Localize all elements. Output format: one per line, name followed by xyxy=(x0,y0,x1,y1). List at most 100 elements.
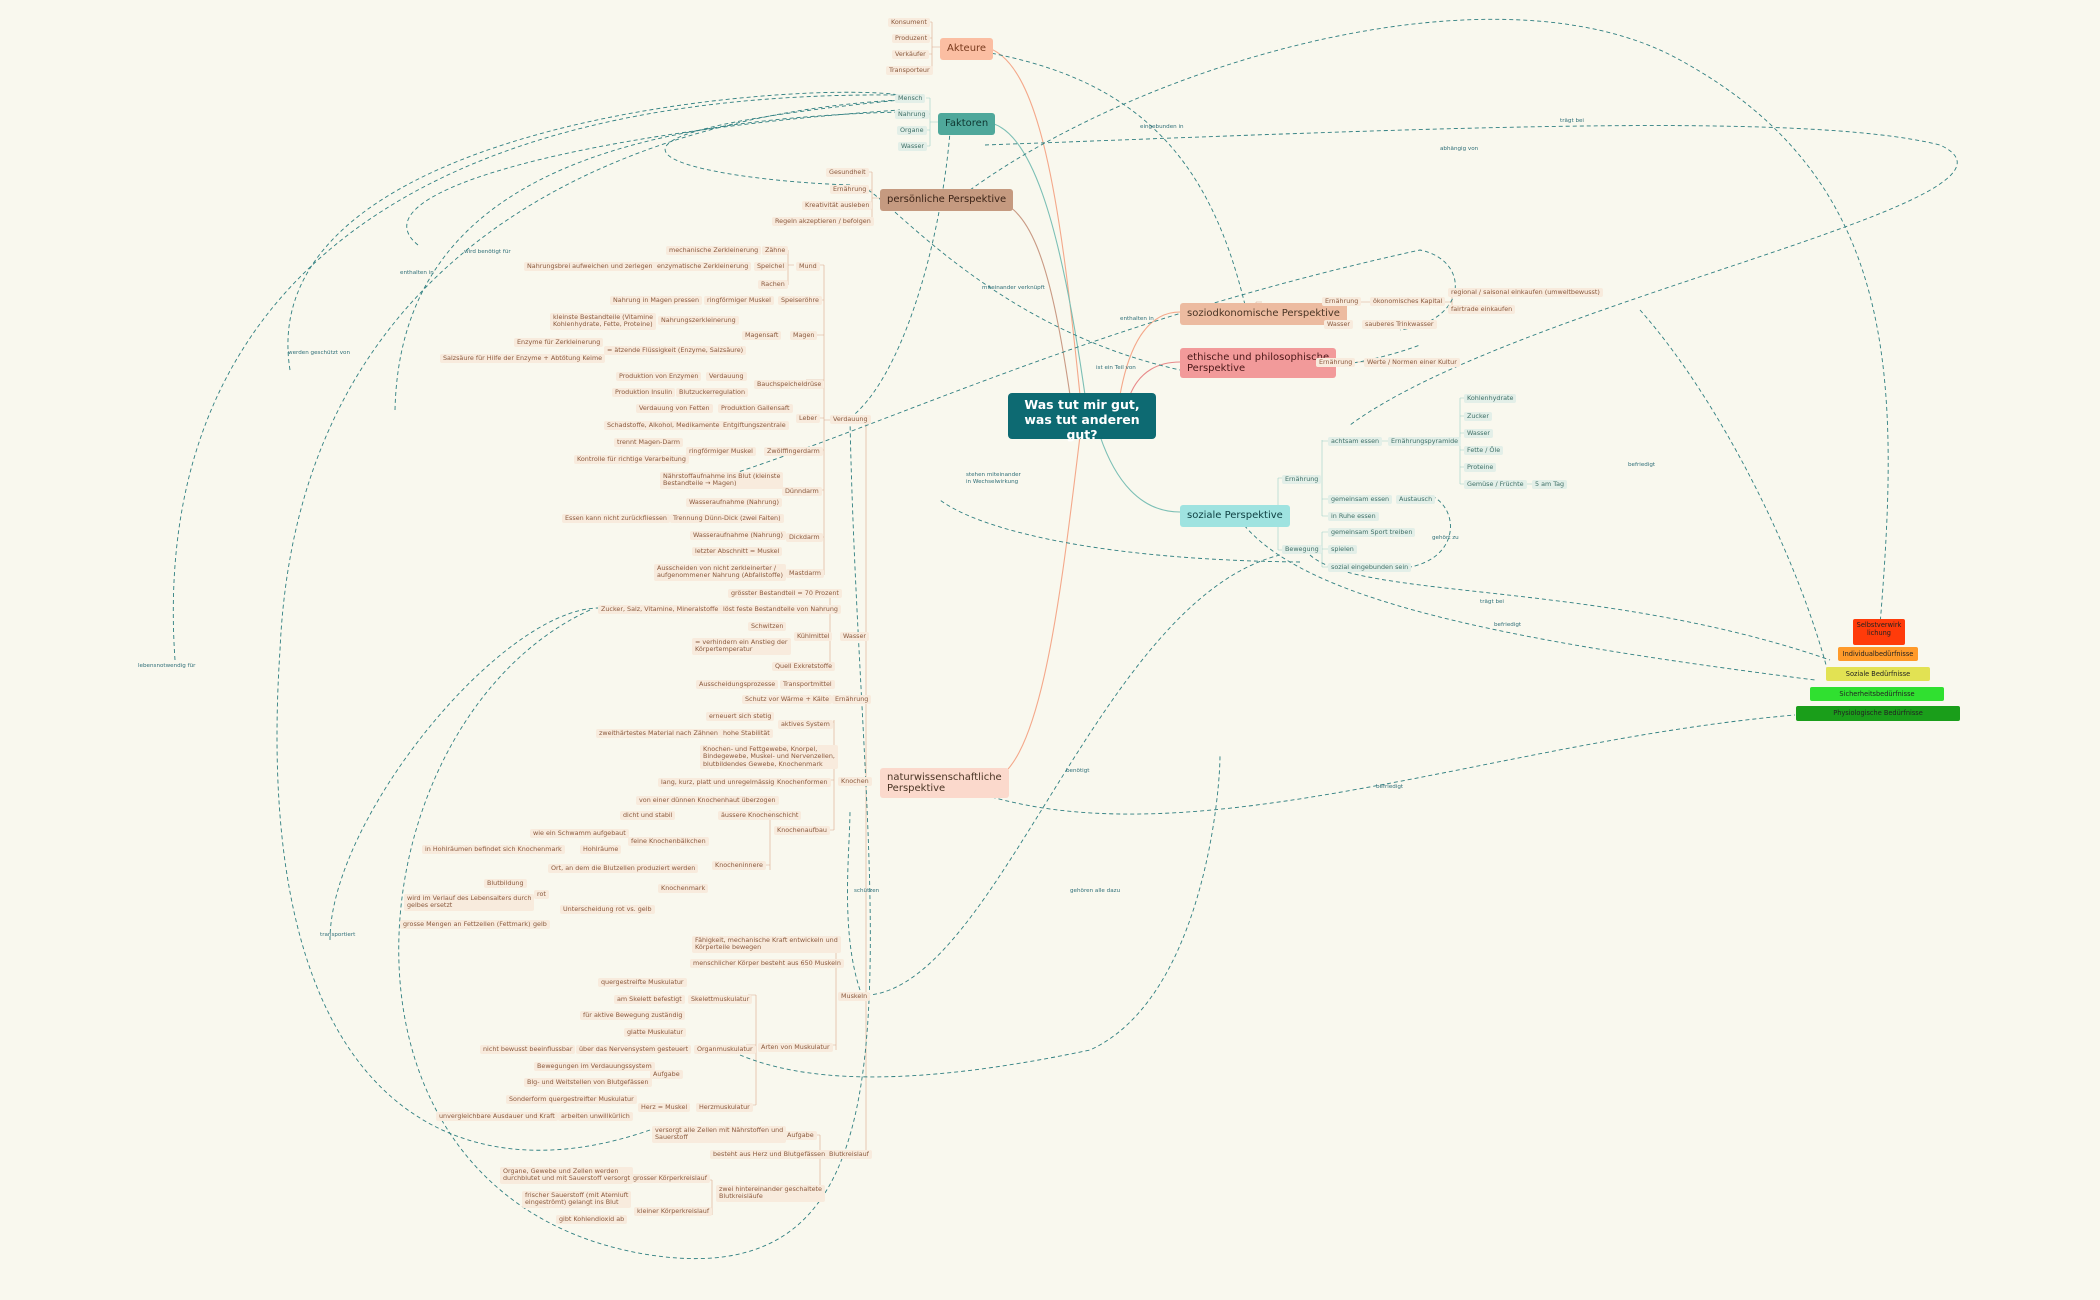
magensaft[interactable]: Magensaft xyxy=(742,331,782,341)
aufgabe[interactable]: Aufgabe xyxy=(650,1070,683,1080)
knochenformen-typen[interactable]: lang, kurz, platt und unregelmässig xyxy=(658,778,778,788)
pyramide-selbstverwirklichung[interactable]: Selbstverwirk lichung xyxy=(1853,619,1905,645)
knochen[interactable]: Knochen xyxy=(838,777,872,787)
gelb[interactable]: gelb xyxy=(530,920,550,930)
knocheninnere[interactable]: Knocheninnere xyxy=(712,861,766,871)
fettmark[interactable]: grosse Mengen an Fettzellen (Fettmark) xyxy=(400,920,534,930)
pyramide-item[interactable]: Proteine xyxy=(1464,463,1497,473)
zweithaertestes[interactable]: zweithärtestes Material nach Zähnen xyxy=(596,729,721,739)
herz-gefaesse[interactable]: besteht aus Herz und Blutgefässen xyxy=(710,1150,829,1160)
trennung-duenn-dick[interactable]: Trennung Dünn-Dick (zwei Falten) xyxy=(670,514,784,524)
leber[interactable]: Leber xyxy=(796,414,820,424)
hohlraeume[interactable]: Hohlräume xyxy=(580,845,622,855)
entgiftungszentrale[interactable]: Entgiftungszentrale xyxy=(720,421,789,431)
root-node[interactable]: Was tut mir gut, was tut anderen gut? xyxy=(1008,393,1156,442)
pyramide-sicherheit[interactable]: Sicherheitsbedürfnisse xyxy=(1810,687,1944,701)
sozio-regional[interactable]: regional / saisonal einkaufen (umweltbew… xyxy=(1448,288,1603,298)
speichel[interactable]: Speichel xyxy=(754,262,788,272)
zaehne[interactable]: Zähne xyxy=(762,246,789,256)
wasseraufnahme[interactable]: Wasseraufnahme (Nahrung) xyxy=(686,498,782,508)
kleiner-kreislauf[interactable]: kleiner Körperkreislauf xyxy=(634,1207,713,1217)
naehrstoffaufnahme[interactable]: Nährstoffaufnahme ins Blut (kleinste Bes… xyxy=(660,472,784,489)
blutbildung[interactable]: Blutbildung xyxy=(484,879,527,889)
essen-kann-nicht[interactable]: Essen kann nicht zurückfliessen xyxy=(562,514,670,524)
zucker-salz[interactable]: Zucker, Salz, Vitamine, Mineralstoffe xyxy=(598,605,722,615)
schutz-waerme[interactable]: Schutz vor Wärme + Kälte xyxy=(742,695,833,705)
schwitzen[interactable]: Schwitzen xyxy=(748,622,787,632)
knochenaufbau[interactable]: Knochenaufbau xyxy=(774,826,830,836)
knochenformen[interactable]: Knochenformen xyxy=(774,778,831,788)
rachen[interactable]: Rachen xyxy=(758,280,788,290)
organe-durchblutet[interactable]: Organe, Gewebe und Zellen werden durchbl… xyxy=(500,1167,634,1184)
ethische-perspektive-node[interactable]: ethische und philosophische Perspektive xyxy=(1180,348,1337,378)
aeussere-schicht[interactable]: äussere Knochenschicht xyxy=(718,811,802,821)
mech-zerkleinerung[interactable]: mechanische Zerkleinerung xyxy=(666,246,762,256)
ethisch-werte[interactable]: Werte / Normen einer Kultur xyxy=(1364,358,1460,368)
speiseroehre[interactable]: Speiseröhre xyxy=(778,296,822,306)
herz-muskel[interactable]: Herz = Muskel xyxy=(638,1103,691,1113)
glatte-muskulatur[interactable]: glatte Muskulatur xyxy=(624,1028,687,1038)
feine-baelkchen[interactable]: feine Knochenbälkchen xyxy=(628,837,709,847)
unterscheidung[interactable]: Unterscheidung rot vs. gelb xyxy=(560,905,655,915)
ringmuskel[interactable]: ringförmiger Muskel xyxy=(704,296,774,306)
grosser-kreislauf[interactable]: grosser Körperkreislauf xyxy=(630,1174,710,1184)
aufweichen[interactable]: Nahrungsbrei aufweichen und zerlegen xyxy=(524,262,656,272)
faehigkeit[interactable]: Fähigkeit, mechanische Kraft entwickeln … xyxy=(692,936,841,953)
groesster-bestandteil[interactable]: grösster Bestandteil = 70 Prozent xyxy=(728,589,842,599)
mund[interactable]: Mund xyxy=(796,262,820,272)
sozial-gemeinsam[interactable]: gemeinsam essen xyxy=(1328,495,1393,505)
nahrungszerkleinerung[interactable]: Nahrungszerkleinerung xyxy=(658,316,739,326)
faktor-item[interactable]: Nahrung xyxy=(895,110,929,120)
pressen[interactable]: Nahrung in Magen pressen xyxy=(610,296,703,306)
akteur-item[interactable]: Produzent xyxy=(892,34,931,44)
ort-blutzellen[interactable]: Ort, an dem die Blutzellen produziert we… xyxy=(548,864,699,874)
pyramide-item[interactable]: Gemüse / Früchte xyxy=(1464,480,1527,490)
sozial-pyramide[interactable]: Ernährungspyramide xyxy=(1388,437,1462,447)
ausdauer[interactable]: unvergleichbare Ausdauer und Kraft xyxy=(436,1112,558,1122)
hohe-stabilitaet[interactable]: hohe Stabilität xyxy=(720,729,773,739)
persoenlich-item[interactable]: Regeln akzeptieren / befolgen xyxy=(772,217,874,227)
akteur-item[interactable]: Transporteur xyxy=(886,66,933,76)
quergestreift[interactable]: quergestreifte Muskulatur xyxy=(598,978,687,988)
mastdarm[interactable]: Mastdarm xyxy=(786,569,824,579)
arten-muskulatur[interactable]: Arten von Muskulatur xyxy=(758,1043,833,1053)
sozial-fuenf[interactable]: 5 am Tag xyxy=(1532,480,1568,490)
wasser[interactable]: Wasser xyxy=(840,632,870,642)
persoenlich-item[interactable]: Kreativität ausleben xyxy=(802,201,873,211)
letzter-abschnitt[interactable]: letzter Abschnitt = Muskel xyxy=(692,547,783,557)
schadstoffe[interactable]: Schadstoffe, Alkohol, Medikamente xyxy=(604,421,723,431)
pyramide-individual[interactable]: Individualbedürfnisse xyxy=(1838,647,1918,661)
quell-exkret[interactable]: Quell Exkretstoffe xyxy=(772,662,836,672)
mark-in-hohlraeumen[interactable]: in Hohlräumen befindet sich Knochenmark xyxy=(422,845,565,855)
sozial-spielen[interactable]: spielen xyxy=(1328,545,1357,555)
erneuert[interactable]: erneuert sich stetig xyxy=(706,712,775,722)
blutzuckerregulation[interactable]: Blutzuckerregulation xyxy=(676,388,749,398)
transportmittel[interactable]: Transportmittel xyxy=(780,680,835,690)
650-muskeln[interactable]: menschlicher Körper besteht aus 650 Musk… xyxy=(690,959,844,969)
akteur-item[interactable]: Verkäufer xyxy=(892,50,929,60)
pyramide-item[interactable]: Zucker xyxy=(1464,412,1492,422)
soziale-perspektive-node[interactable]: soziale Perspektive xyxy=(1180,505,1290,527)
kleinste-bestandteile[interactable]: kleinste Bestandteile (Vitamine Kohlenhy… xyxy=(550,313,657,330)
sozial-sport[interactable]: gemeinsam Sport treiben xyxy=(1328,528,1416,538)
sozial-achtsam[interactable]: achtsam essen xyxy=(1328,437,1383,447)
produktion-insulin[interactable]: Produktion Insulin xyxy=(612,388,676,398)
dickdarm[interactable]: Dickdarm xyxy=(786,533,823,543)
skelettmuskulatur[interactable]: Skelettmuskulatur xyxy=(688,995,753,1005)
nervensystem[interactable]: über das Nervensystem gesteuert xyxy=(576,1045,692,1055)
sonderform[interactable]: Sonderform quergestreifter Muskulatur xyxy=(506,1095,637,1105)
kohlendioxid[interactable]: gibt Kohlendioxid ab xyxy=(556,1215,628,1225)
sozial-bewegung[interactable]: Bewegung xyxy=(1282,545,1322,555)
sozio-wasser[interactable]: Wasser xyxy=(1324,320,1354,330)
sozio-ernaehrung[interactable]: Ernährung xyxy=(1322,297,1362,307)
gallensaft[interactable]: Produktion Gallensaft xyxy=(718,404,793,414)
bewegungen-verdauung[interactable]: Bewegungen im Verdauungssystem xyxy=(534,1062,655,1072)
produktion-enzyme[interactable]: Produktion von Enzymen xyxy=(616,372,702,382)
aktive-bewegung[interactable]: für aktive Bewegung zuständig xyxy=(580,1011,686,1021)
salzsaeure[interactable]: Salzsäure für Hilfe der Enzyme + Abtötun… xyxy=(440,354,606,364)
natur-ernaehrung[interactable]: Ernährung xyxy=(832,695,872,705)
enzyme[interactable]: Enzyme für Zerkleinerung xyxy=(514,338,604,348)
wasseraufnahme2[interactable]: Wasseraufnahme (Nahrung) xyxy=(690,531,786,541)
sozio-trinkwasser[interactable]: sauberes Trinkwasser xyxy=(1362,320,1437,330)
knochen-bestandteile[interactable]: Knochen- und Fettgewebe, Knorpel, Bindeg… xyxy=(700,745,838,770)
